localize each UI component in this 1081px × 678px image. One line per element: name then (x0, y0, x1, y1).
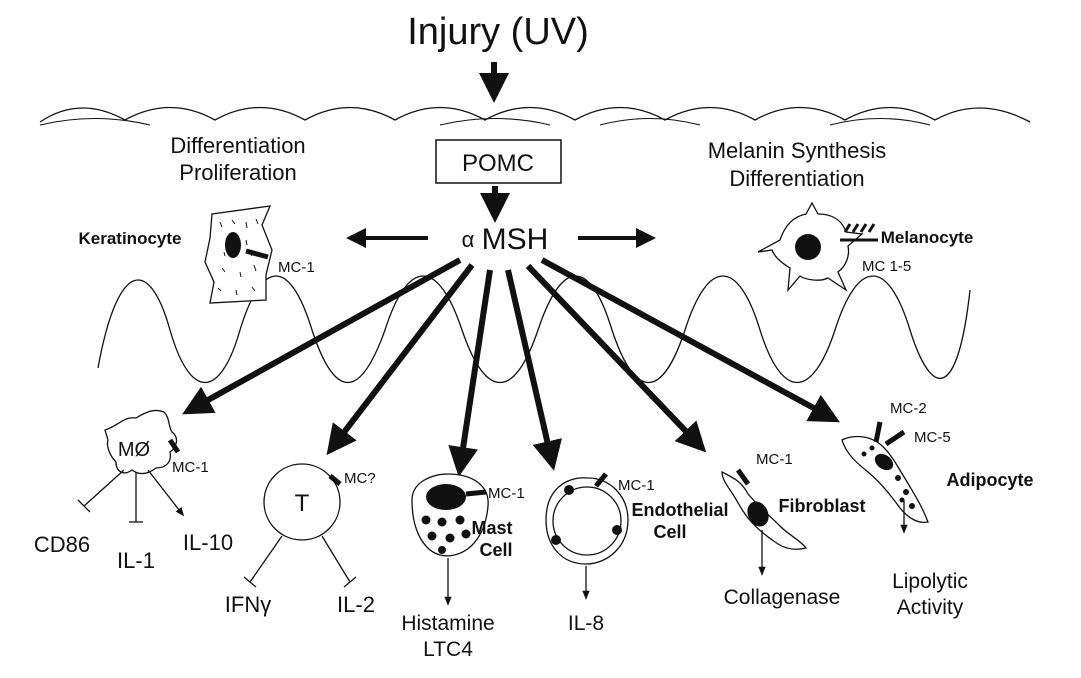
tcell-receptor: MC? (344, 470, 376, 487)
melanocyte-receptor: MC 1-5 (862, 258, 911, 275)
pomc-box (435, 139, 562, 184)
right-header-line1: Melanin Synthesis (708, 138, 887, 163)
tcell (243, 463, 357, 588)
alpha-symbol: α (462, 227, 475, 252)
macrophage-output-cd86: CD86 (34, 532, 90, 557)
adipocyte-cell (841, 421, 929, 534)
endothelial-receptor: MC-1 (618, 477, 655, 494)
fibroblast-receptor: MC-1 (756, 451, 793, 468)
adipocyte-output-lipolytic: Lipolytic (892, 570, 968, 593)
melanocyte-cell (757, 201, 878, 292)
macrophage-receptor: MC-1 (172, 459, 209, 476)
diagram-title: Injury (UV) (407, 11, 589, 53)
endothelial-label-line1: Endothelial (631, 500, 728, 520)
left-header-line2: Proliferation (179, 160, 296, 185)
tcell-output-ifng: IFNγ (225, 592, 271, 617)
macrophage-output-il1: IL-1 (117, 548, 155, 573)
arrow-to-adipocyte (540, 257, 840, 423)
fibroblast-label: Fibroblast (778, 496, 865, 516)
skin-surface-line (39, 106, 1031, 123)
mast-cell (411, 473, 489, 606)
melanocyte-label: Melanocyte (881, 228, 974, 247)
dermis-wave-line (97, 275, 971, 384)
endothelial-label-line2: Cell (653, 522, 686, 542)
endothelial-output-il8: IL-8 (568, 612, 604, 635)
left-header-line1: Differentiation (170, 133, 305, 158)
mastcell-output-histamine: Histamine (401, 612, 494, 635)
adipocyte-receptor-mc5: MC-5 (914, 429, 951, 446)
arrow-to-tcell (326, 263, 475, 456)
msh-target-arrows (182, 257, 840, 477)
keratinocyte-cell (204, 205, 273, 304)
skin-surface-line-2 (39, 118, 931, 126)
arrow-to-endothelial (505, 269, 562, 471)
macrophage-cell (77, 409, 185, 523)
endothelial-cell (545, 472, 629, 600)
arrow-to-macrophage (182, 257, 462, 415)
right-header-line2: Differentiation (729, 166, 864, 191)
adipocyte-label: Adipocyte (946, 470, 1033, 490)
adipocyte-receptor-mc2: MC-2 (890, 400, 927, 417)
mastcell-receptor: MC-1 (488, 485, 525, 502)
fibroblast-cell (721, 468, 808, 576)
mastcell-label-line2: Cell (479, 540, 512, 560)
tcell-label: T (295, 490, 310, 517)
macrophage-label: MØ (118, 439, 150, 461)
mastcell-label-line1: Mast (471, 518, 512, 538)
pomc-label: POMC (462, 150, 534, 177)
keratinocyte-receptor: MC-1 (278, 259, 315, 276)
msh-label: MSH (482, 223, 549, 256)
fibroblast-output-collagenase: Collagenase (724, 586, 841, 609)
arrow-to-fibroblast (525, 263, 707, 453)
macrophage-output-il10: IL-10 (183, 530, 233, 555)
keratinocyte-label: Keratinocyte (79, 229, 182, 248)
mastcell-output-ltc4: LTC4 (423, 638, 473, 661)
arrow-to-mastcell (448, 269, 493, 477)
tcell-output-il2: IL-2 (337, 592, 375, 617)
adipocyte-output-activity: Activity (897, 596, 964, 619)
